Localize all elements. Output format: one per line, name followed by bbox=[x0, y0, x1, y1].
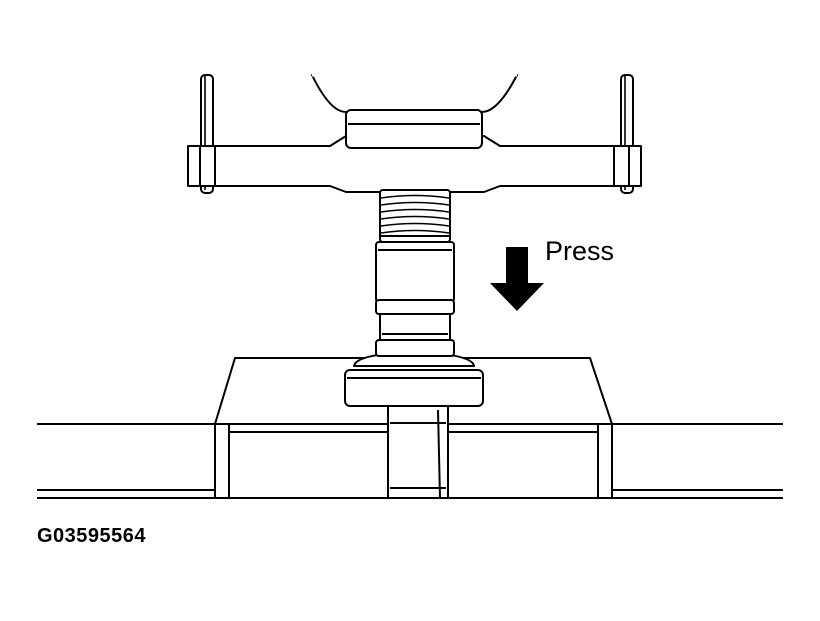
top-housing bbox=[311, 73, 518, 149]
press-label: Press bbox=[545, 236, 615, 266]
cross-beam bbox=[187, 135, 642, 193]
down-arrow-icon bbox=[490, 247, 544, 311]
base-rails bbox=[37, 423, 783, 499]
figure-id: G03595564 bbox=[37, 525, 147, 547]
press-adapter bbox=[375, 241, 455, 357]
bearing-ring bbox=[344, 351, 484, 407]
block-center-gap bbox=[387, 404, 449, 499]
threaded-screw bbox=[379, 189, 451, 243]
